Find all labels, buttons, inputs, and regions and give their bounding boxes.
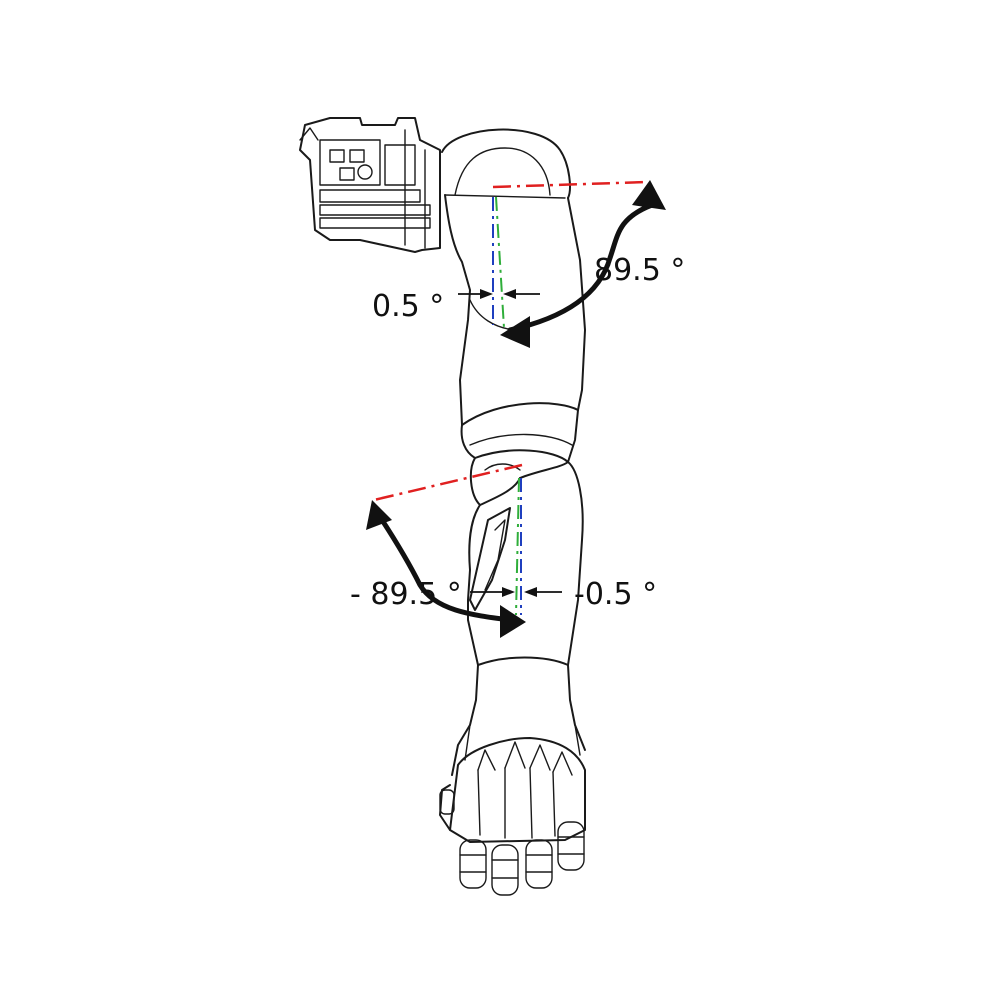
- shoulder-arrow-head-bottom: [500, 316, 530, 348]
- shoulder-offset-arrow-right: [503, 289, 516, 299]
- elbow-offset-label: -0.5 °: [574, 577, 657, 612]
- elbow-pitch-label: - 89.5 °: [350, 577, 462, 612]
- elbow-offset-arrow-left: [502, 587, 515, 597]
- finger-4: [557, 821, 585, 871]
- elbow-angle-annotation: - 89.5 ° -0.5 °: [350, 463, 657, 638]
- shoulder-angle-annotation: 89.5 ° 0.5 °: [372, 180, 685, 348]
- elbow-arrow-head-bottom: [500, 605, 526, 638]
- elbow-rotation-arrow: [379, 517, 513, 623]
- shoulder-pitch-label: 89.5 °: [594, 253, 685, 288]
- elbow-offset-arrow-right: [524, 587, 537, 597]
- shoulder-offset-label: 0.5 °: [372, 289, 444, 324]
- elbow-arrow-head-top: [366, 500, 392, 530]
- finger-1: [459, 839, 487, 889]
- shoulder-offset-arrow-left: [480, 289, 493, 299]
- shoulder-actuator: [299, 117, 441, 253]
- hand: [439, 737, 586, 896]
- shoulder-arrow-head-top: [632, 180, 666, 210]
- elbow-reference-line: [373, 463, 523, 502]
- finger-2: [491, 844, 519, 896]
- forearm: [451, 461, 586, 776]
- shoulder-rotation-arrow: [507, 202, 655, 333]
- finger-3: [525, 839, 553, 889]
- upper-arm: [441, 128, 586, 463]
- shoulder-reference-line: [492, 180, 649, 189]
- elbow-rotated-axis: [515, 477, 520, 616]
- shoulder-rotated-axis: [495, 196, 505, 329]
